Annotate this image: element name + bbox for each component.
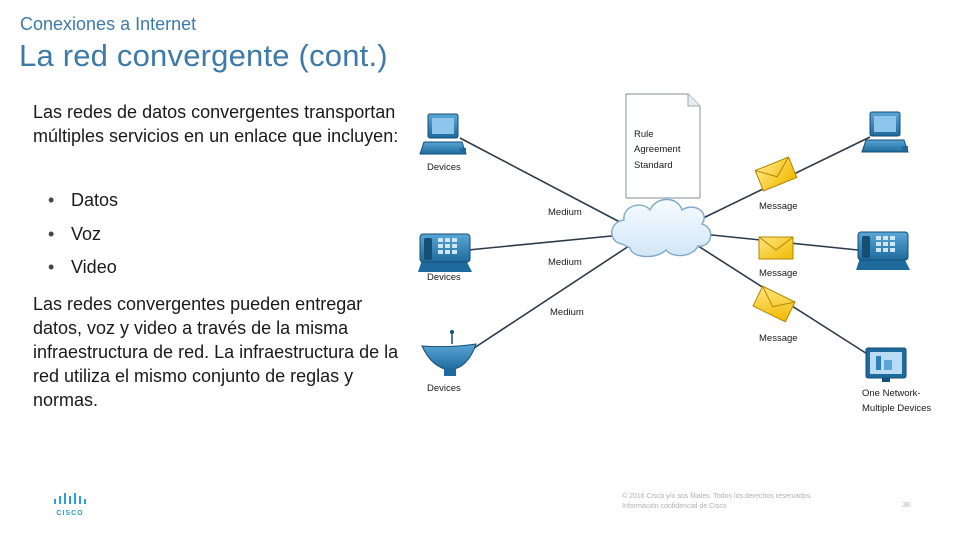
services-list: Datos Voz Video [48,188,118,289]
network-label-line2: Multiple Devices [862,403,931,414]
message-label-bottom: Message [759,333,798,344]
device-label-top-left: Devices [427,162,461,173]
ip-phone-icon [418,233,472,272]
bullet-item-datos: Datos [48,188,118,222]
copyright-line-2: Información confidencial de Cisco [622,503,727,510]
copyright-notice: © 2016 Cisco y/o sus filiales. Todos los… [622,492,812,512]
link-left-top [459,137,636,231]
message-envelope-icon [752,285,796,323]
link-left-mid [467,233,633,251]
tv-monitor-icon [865,347,907,382]
desktop-computer-icon [419,113,467,155]
document-line-agreement: Agreement [634,144,681,155]
ip-phone-icon [856,231,910,270]
message-label-top: Message [759,201,798,212]
network-label-line1: One Network- [862,388,921,399]
network-cloud-icon [611,198,712,258]
page-number: 38 [902,502,910,509]
intro-paragraph: Las redes de datos convergentes transpor… [33,102,399,146]
rules-document-icon: Rule Agreement Standard [625,93,701,199]
device-label-mid-left: Devices [427,272,461,283]
copyright-line-1: © 2016 Cisco y/o sus filiales. Todos los… [622,493,813,500]
message-envelope-icon [758,236,794,260]
desktop-computer-icon [861,111,909,153]
medium-label-top: Medium [548,207,582,218]
section-subtitle: Conexiones a Internet [20,14,197,34]
converged-network-diagram: Rule Agreement Standard Devices Devices … [418,93,931,414]
cisco-logo: CISCO [54,493,86,517]
device-label-bottom-left: Devices [427,383,461,394]
message-envelope-icon [754,156,798,192]
message-label-mid: Message [759,268,798,279]
bullet-item-video: Video [48,255,118,289]
document-line-rule: Rule [634,129,654,140]
document-line-standard: Standard [634,160,673,171]
satellite-dish-icon [421,330,477,376]
bullet-item-voz: Voz [48,222,118,256]
slide-title: La red convergente (cont.) [19,38,388,73]
link-left-bottom [467,241,636,353]
medium-label-bottom: Medium [550,307,584,318]
svg-text:CISCO: CISCO [56,510,83,517]
summary-paragraph: Las redes convergentes pueden entregar d… [33,294,399,410]
medium-label-mid: Medium [548,257,582,268]
